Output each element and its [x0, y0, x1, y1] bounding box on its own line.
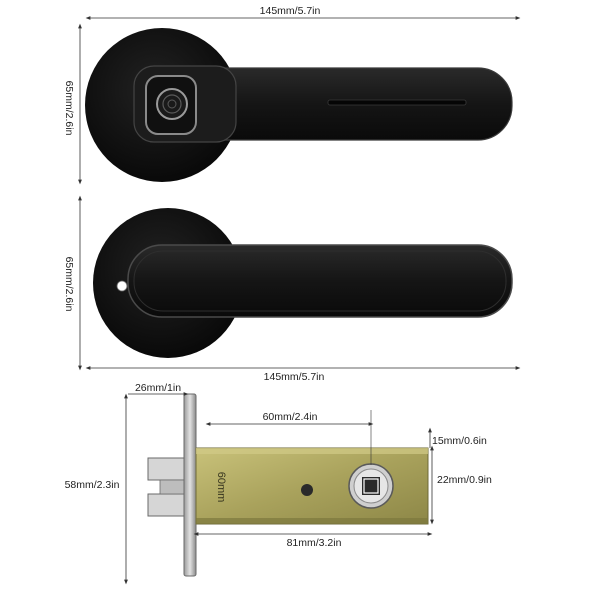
latch-rivet [301, 484, 313, 496]
inside-handle [93, 208, 513, 358]
latch-faceplate [183, 393, 197, 577]
latch-body-height-label: 58mm/2.3in [65, 479, 120, 491]
backset-label: 60mm/2.4in [263, 411, 318, 423]
latch-bolt-lower [147, 493, 187, 517]
latch-body-height-dimension: 58mm/2.3in [65, 393, 128, 585]
top-width-dimension: 145mm/5.7in [85, 5, 521, 20]
spindle-offset-dimension: 22mm/0.9in [430, 445, 492, 525]
lever-bottom-edge [127, 244, 513, 318]
bottom-width-label: 145mm/5.7in [264, 371, 325, 383]
lever-slot [327, 99, 467, 106]
lever-bottom [128, 245, 512, 317]
backset-dimension: 60mm/2.4in [205, 410, 374, 465]
keyhole-icon [116, 280, 128, 292]
faceplate-width-dimension: 26mm/1in [128, 382, 189, 396]
latch-face-height-label: 15mm/0.6in [432, 435, 487, 447]
latch-length-label: 81mm/3.2in [287, 537, 342, 549]
top-width-label: 145mm/5.7in [260, 5, 321, 17]
lever-bottom-inner-line [133, 250, 507, 312]
fingerprint-icon [156, 88, 188, 120]
latch-face-height-dimension: 15mm/0.6in [428, 427, 487, 448]
latch-assembly: 60mm [147, 393, 429, 577]
latch-bolt-upper [147, 457, 187, 481]
latch-length-dimension: 81mm/3.2in [193, 532, 433, 549]
bottom-height-label: 65mm/2.6in [63, 257, 75, 312]
top-height-dimension: 65mm/2.6in [63, 23, 82, 185]
fingerprint-handle [85, 28, 513, 182]
latch-stamp: 60mm [215, 472, 227, 503]
bottom-width-dimension: 145mm/5.7in [85, 366, 521, 383]
top-height-label: 65mm/2.6in [63, 81, 75, 136]
square-hole-icon [348, 463, 394, 509]
faceplate-width-label: 26mm/1in [135, 382, 181, 394]
spindle-offset-label: 22mm/0.9in [437, 474, 492, 486]
bottom-height-dimension: 65mm/2.6in [63, 195, 82, 371]
